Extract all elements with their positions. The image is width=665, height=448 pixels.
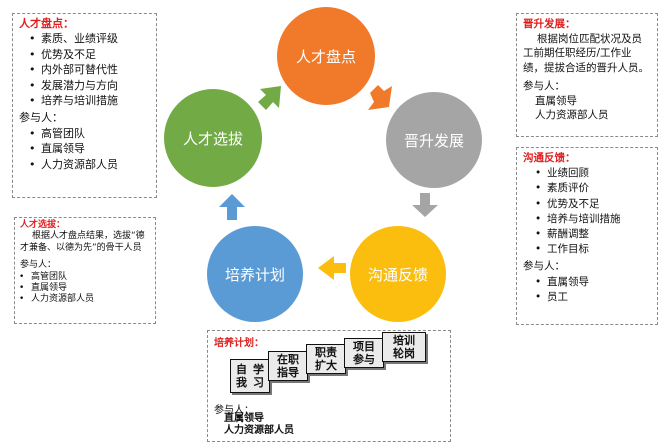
list-item: 直属领导 [535, 275, 651, 290]
step-job-enlargement: 职责扩大 [306, 344, 346, 374]
box-training: 培养计划： 自我 学习 在职指导 职责扩大 项目参与 培训轮岗 参与人： 直属领… [207, 330, 451, 442]
step-self-learning: 自我 学习 [230, 359, 270, 393]
arrow-selection-to-review [258, 86, 281, 110]
step-line: 职责 [315, 346, 337, 359]
circle-training: 培养计划 [207, 226, 303, 322]
list-item: 高管团队 [19, 272, 150, 284]
list-item: 培养与培训措施 [535, 212, 651, 227]
list-item: 人力资源部人员 [535, 109, 609, 121]
review-items: 素质、业绩评级 优势及不足 内外部可替代性 发展潜力与方向 培养与培训措施 [19, 31, 150, 108]
box-feedback: 沟通反馈： 业绩回顾 素质评价 优势及不足 培养与培训措施 薪酬调整 工作目标 … [516, 147, 658, 325]
step-line: 轮岗 [393, 347, 415, 360]
training-participants: 直属领导 人力资源部人员 [224, 413, 294, 437]
step-line: 自我 [236, 363, 247, 389]
list-item: 优势及不足 [29, 47, 150, 63]
list-item: 培养与培训措施 [29, 93, 150, 109]
box-talent-review-title: 人才盘点： [19, 17, 74, 30]
box-talent-review: 人才盘点： 素质、业绩评级 优势及不足 内外部可替代性 发展潜力与方向 培养与培… [12, 13, 157, 198]
review-participants: 高管团队 直属领导 人力资源部人员 [19, 126, 150, 173]
feedback-items: 业绩回顾 素质评价 优势及不足 培养与培训措施 薪酬调整 工作目标 [523, 166, 651, 257]
arrow-review-to-promotion [368, 85, 392, 110]
circle-promotion: 晋升发展 [386, 92, 482, 188]
step-line: 扩大 [315, 359, 337, 372]
circle-talent-review: 人才盘点 [277, 7, 375, 105]
circle-selection: 人才选拔 [164, 89, 262, 187]
arrow-training-to-selection [219, 194, 245, 220]
list-item: 优势及不足 [535, 197, 651, 212]
promotion-description: 根据岗位匹配状况及员工前期任职经历/工作业绩，提拔合适的晋升人员。 [523, 32, 649, 74]
box-feedback-title: 沟通反馈： [523, 152, 576, 164]
participants-label: 参与人： [523, 80, 565, 92]
participants-label: 参与人： [523, 260, 565, 273]
list-item: 业绩回顾 [535, 166, 651, 181]
participants-label: 参与人： [20, 260, 57, 271]
feedback-participants: 直属领导 员工 [523, 275, 651, 306]
list-item: 素质评价 [535, 181, 651, 196]
list-item: 员工 [535, 290, 651, 305]
step-on-job-coaching: 在职指导 [268, 351, 308, 381]
list-item: 人力资源部人员 [19, 294, 150, 306]
step-project-participation: 项目参与 [344, 338, 384, 368]
list-item: 人力资源部人员 [224, 425, 294, 436]
list-item: 直属领导 [535, 94, 577, 107]
step-line: 参与 [353, 353, 375, 366]
box-promotion-title: 晋升发展： [523, 18, 576, 30]
step-line: 在职 [277, 353, 299, 366]
step-line: 培训 [393, 334, 415, 347]
box-selection-title: 人才选拔： [20, 220, 66, 230]
box-training-title: 培养计划： [214, 338, 264, 349]
promotion-participants: 直属领导 人力资源部人员 [523, 94, 651, 123]
arrow-feedback-to-training [318, 256, 346, 280]
step-training-rotation: 培训轮岗 [382, 332, 426, 362]
list-item: 素质、业绩评级 [29, 31, 150, 47]
list-item: 内外部可替代性 [29, 62, 150, 78]
arrow-promotion-to-feedback [412, 193, 438, 217]
circle-communication: 沟通反馈 [350, 226, 446, 322]
box-selection: 人才选拔： 根据人才盘点结果，选拔“德才兼备、以德为先”的骨干人员 参与人： 高… [14, 217, 156, 324]
list-item: 直属领导 [29, 141, 150, 157]
list-item: 直属领导 [19, 283, 150, 295]
step-line: 指导 [277, 366, 299, 379]
selection-participants: 高管团队 直属领导 人力资源部人员 [19, 272, 150, 307]
participants-label: 参与人： [214, 405, 254, 416]
list-item: 工作目标 [535, 242, 651, 257]
step-line: 学习 [253, 363, 264, 389]
box-promotion: 晋升发展： 根据岗位匹配状况及员工前期任职经历/工作业绩，提拔合适的晋升人员。 … [516, 13, 658, 137]
list-item: 直属领导 [224, 413, 264, 424]
selection-description: 根据人才盘点结果，选拔“德才兼备、以德为先”的骨干人员 [20, 231, 145, 253]
list-item: 高管团队 [29, 126, 150, 142]
participants-label: 参与人： [19, 111, 63, 125]
list-item: 发展潜力与方向 [29, 78, 150, 94]
step-line: 项目 [353, 340, 375, 353]
list-item: 薪酬调整 [535, 227, 651, 242]
list-item: 人力资源部人员 [29, 157, 150, 173]
